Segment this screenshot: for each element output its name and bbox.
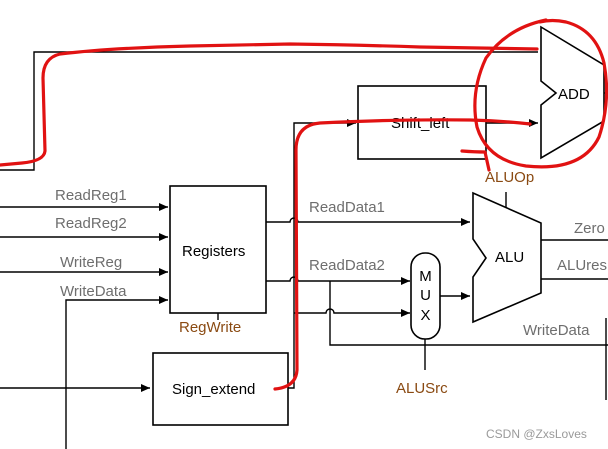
- red-annotation-pc-path: [0, 42, 539, 167]
- signext-to-mux-wire: [294, 308, 410, 317]
- aluop-label: ALUOp: [485, 169, 534, 186]
- readreg2-label: ReadReg2: [55, 215, 127, 232]
- readreg1-label: ReadReg1: [55, 187, 127, 204]
- red-annotation-tail: [460, 149, 491, 172]
- control-labels: RegWrite ALUOp ALUSrc: [179, 169, 534, 397]
- registers-label: Registers: [182, 243, 245, 260]
- writedata-in-wire: [65, 296, 168, 449]
- writereg-label: WriteReg: [60, 254, 122, 271]
- red-annotation: [0, 18, 608, 391]
- alu-label: ALU: [495, 249, 524, 266]
- readdata2-wire: [266, 276, 410, 285]
- signal-labels: ReadReg1 ReadReg2 WriteReg WriteData Rea…: [55, 187, 607, 339]
- shift-left-label: Shift_left: [391, 115, 450, 132]
- alu-block: ALU: [472, 191, 542, 324]
- alures-label: ALUres: [557, 257, 607, 274]
- readdata2-branch-wire: [329, 281, 608, 346]
- red-annotation-branch-path: [273, 118, 532, 391]
- writedata-out-label: WriteData: [523, 322, 590, 339]
- readdata1-label: ReadData1: [309, 199, 385, 216]
- watermark: CSDN @ZxsLoves: [486, 427, 587, 441]
- readdata2-label: ReadData2: [309, 257, 385, 274]
- sign-extend-block: Sign_extend: [152, 352, 289, 426]
- registers-box: [169, 185, 267, 314]
- mux-box: [410, 252, 441, 340]
- alu-shape: [472, 191, 542, 324]
- add-shape: [540, 25, 605, 160]
- shift-left-box: [357, 85, 487, 160]
- writedata-in-label: WriteData: [60, 283, 127, 300]
- sign-extend-label: Sign_extend: [172, 381, 255, 398]
- red-annotation-circle: [473, 18, 608, 169]
- add-label: ADD: [558, 86, 590, 103]
- add-block: ADD: [540, 25, 605, 160]
- mux-letter-m: M: [419, 268, 432, 285]
- registers-block: Registers: [169, 185, 267, 314]
- alusrc-label: ALUSrc: [396, 380, 448, 397]
- zero-label: Zero: [574, 220, 605, 237]
- mux-letter-x: X: [420, 307, 430, 324]
- regwrite-label: RegWrite: [179, 319, 241, 336]
- shift-left-block: Shift_left: [357, 85, 487, 160]
- sign-extend-box: [152, 352, 289, 426]
- mux-letter-u: U: [420, 287, 431, 304]
- mux-block: M U X: [410, 252, 441, 340]
- pc-plus4-wire: [0, 51, 538, 171]
